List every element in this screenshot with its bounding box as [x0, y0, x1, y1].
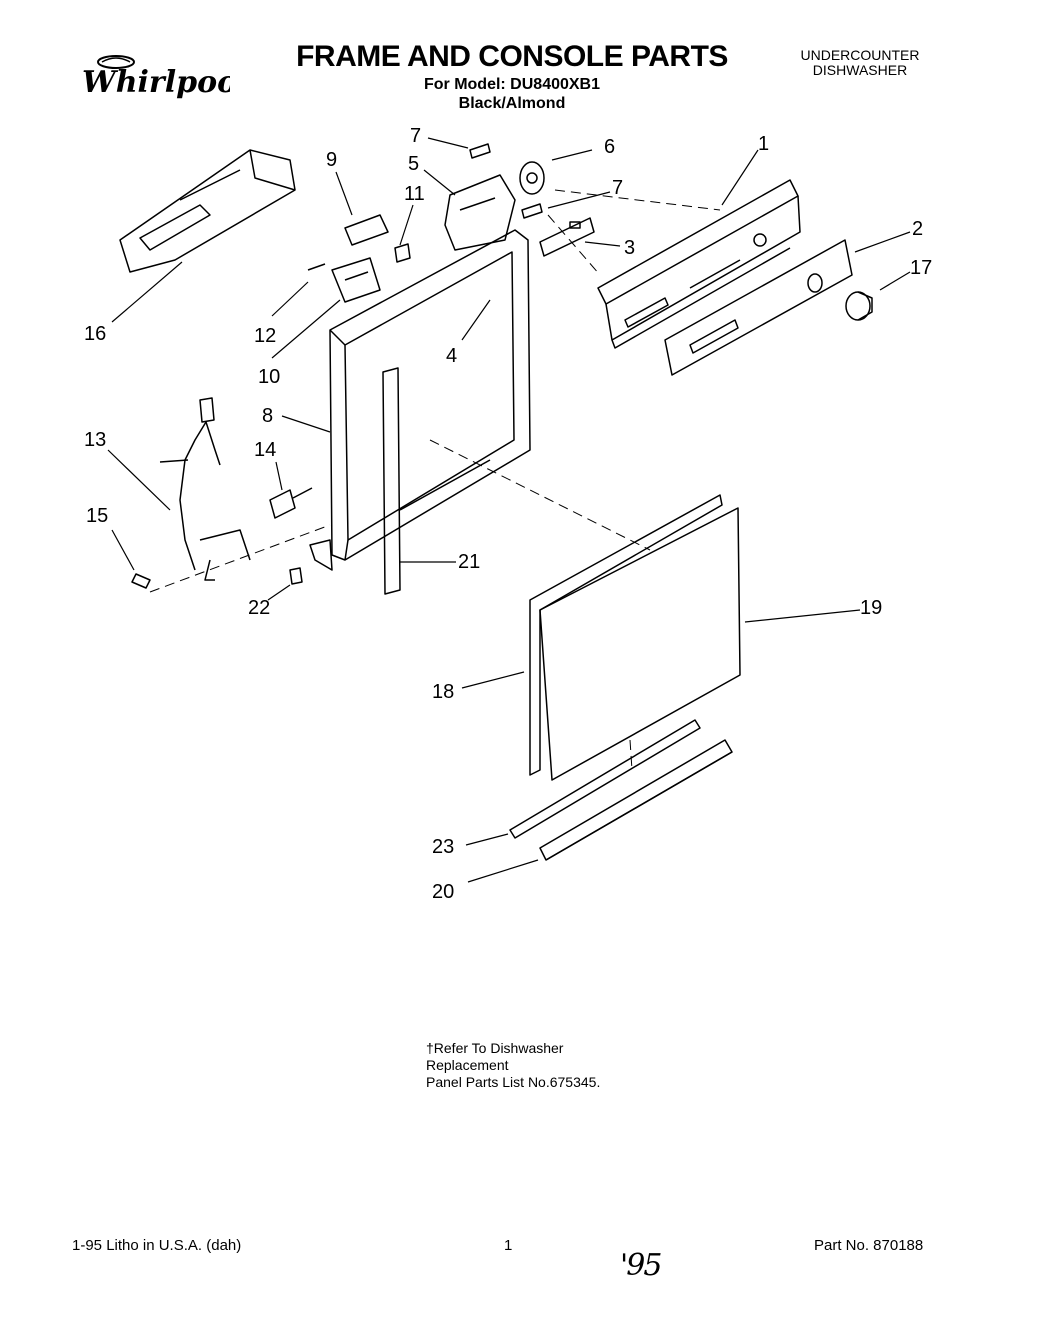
part-console-cover	[119, 149, 296, 273]
part-screw	[131, 573, 151, 589]
part-wire-harness	[159, 397, 251, 581]
part-trim-strip	[509, 719, 701, 839]
callout-labels: 7 6 1 9 5 11 7 2 3 17 16 12 10 4 8 13 14…	[84, 125, 932, 903]
category-line-2: DISHWASHER	[812, 62, 908, 78]
leader-lines	[107, 137, 911, 883]
part-panel-rear	[529, 494, 723, 776]
callout-2: 2	[912, 218, 923, 240]
part-bracket	[539, 217, 595, 257]
part-knob	[845, 291, 873, 321]
callout-23: 23	[432, 836, 454, 858]
callout-15: 15	[86, 505, 108, 527]
footer-print-info: 1-95 Litho in U.S.A. (dah)	[72, 1237, 242, 1254]
part-latch	[307, 214, 411, 303]
callout-4: 4	[446, 345, 457, 367]
note-line-3: Panel Parts List No.675345.	[426, 1074, 601, 1090]
category-label: UNDERCOUNTER DISHWASHER	[780, 48, 940, 78]
brand-text: Whirlpool	[82, 65, 230, 100]
guide-lines	[149, 189, 721, 771]
part-connector	[269, 487, 313, 519]
part-clip	[289, 567, 303, 585]
handwritten-year: '95	[620, 1248, 662, 1283]
part-console-frame	[597, 179, 801, 349]
callout-13: 13	[84, 429, 106, 451]
callout-20: 20	[432, 881, 454, 903]
callout-19: 19	[860, 597, 882, 619]
callout-16: 16	[84, 323, 106, 345]
category-line-1: UNDERCOUNTER	[800, 47, 920, 63]
page-title: FRAME AND CONSOLE PARTS	[296, 40, 728, 73]
callout-1: 1	[758, 133, 769, 155]
replacement-note: †Refer To Dishwasher Replacement Panel P…	[426, 1040, 600, 1091]
callout-18: 18	[432, 681, 454, 703]
note-line-1: †Refer To Dishwasher	[426, 1040, 564, 1056]
part-panel-front	[539, 507, 741, 781]
whirlpool-logo: Whirlpool	[80, 52, 249, 105]
callout-9: 9	[326, 149, 337, 171]
part-door-frame	[309, 229, 531, 571]
callout-7a: 7	[410, 125, 421, 147]
callout-21: 21	[458, 551, 480, 573]
part-strip	[382, 367, 401, 595]
note-line-2: Replacement	[426, 1057, 509, 1073]
callout-7b: 7	[612, 177, 623, 199]
footer-part-number: Part No. 870188	[814, 1237, 924, 1254]
callout-8: 8	[262, 405, 273, 427]
part-control-panel	[664, 239, 853, 376]
callout-14: 14	[254, 439, 276, 461]
callout-10: 10	[258, 366, 280, 388]
model-line: For Model: DU8400XB1	[423, 76, 601, 93]
part-timer	[444, 143, 545, 251]
callout-3: 3	[624, 237, 635, 259]
callout-17: 17	[910, 257, 932, 279]
callout-22: 22	[248, 597, 270, 619]
part-bottom-trim	[539, 739, 733, 861]
footer-page-number: 1	[504, 1237, 513, 1254]
callout-6: 6	[604, 136, 615, 158]
callout-11: 11	[404, 183, 425, 205]
callout-5: 5	[408, 153, 419, 175]
callout-12: 12	[254, 325, 276, 347]
color-line: Black/Almond	[458, 95, 566, 112]
